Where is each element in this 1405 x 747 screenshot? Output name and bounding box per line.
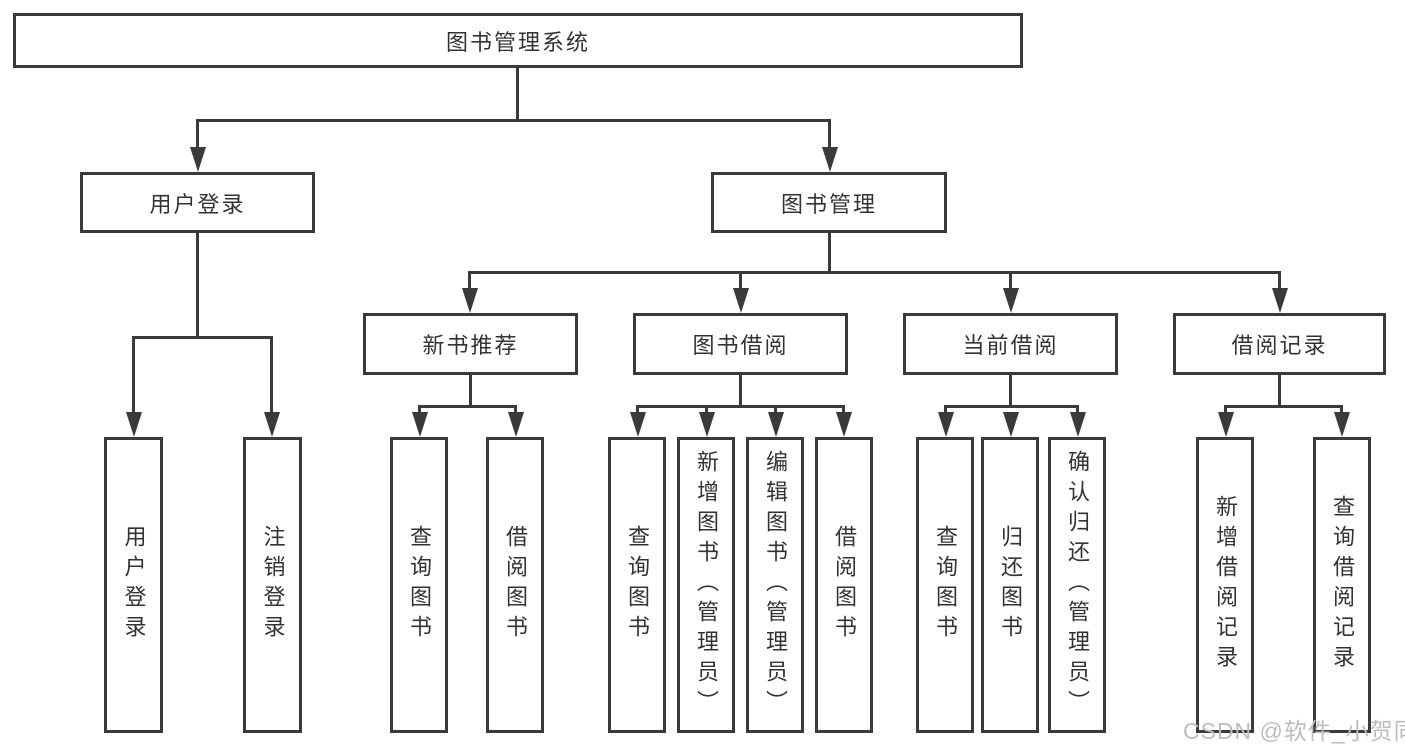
connector-mgmt-arm-1: [468, 271, 471, 291]
arrow-down-icon: [1334, 412, 1350, 437]
node-book-borrow-label: 图书借阅: [692, 333, 789, 358]
arrow-down-icon: [1070, 412, 1086, 437]
connector-sec3-arm-1: [944, 405, 947, 417]
connector-mgmt-crossbar: [468, 271, 1281, 274]
connector-sec1-stem: [469, 375, 472, 408]
node-borrow-records: 借阅记录: [1173, 313, 1386, 375]
leaf-add-borrow-record-label: 新增借阅记录: [1213, 495, 1238, 675]
leaf-query-books-current-label: 查询图书: [933, 525, 958, 645]
leaf-return-books-label: 归还图书: [998, 525, 1023, 645]
connector-sec1-crossbar: [418, 405, 517, 408]
leaf-edit-books-admin: 编辑图书（管理员）: [746, 437, 804, 733]
arrow-down-icon: [822, 147, 838, 172]
arrow-down-icon: [126, 412, 142, 437]
connector-sec2-arm-2: [705, 405, 708, 417]
connector-sec2-arm-1: [636, 405, 639, 417]
arrow-down-icon: [733, 288, 749, 313]
connector-login-stem: [196, 233, 199, 336]
connector-mgmt-arm-3: [1009, 271, 1012, 291]
leaf-add-borrow-record: 新增借阅记录: [1196, 437, 1254, 733]
leaf-logout: 注销登录: [243, 437, 302, 733]
arrow-down-icon: [508, 412, 524, 437]
connector-login-crossbar: [132, 336, 272, 339]
arrow-down-icon: [1218, 412, 1234, 437]
node-book-management: 图书管理: [711, 172, 947, 233]
leaf-borrow-books-recommend-label: 借阅图书: [503, 525, 528, 645]
leaf-edit-books-admin-label: 编辑图书（管理员）: [763, 450, 788, 720]
connector-sec4-arm-2: [1340, 405, 1343, 417]
leaf-confirm-return-admin-label: 确认归还（管理员）: [1065, 450, 1090, 720]
arrow-down-icon: [264, 412, 280, 437]
arrow-down-icon: [1003, 288, 1019, 313]
connector-root-stem: [516, 68, 519, 119]
connector-root-arm-right: [828, 119, 831, 152]
connector-sec3-arm-3: [1076, 405, 1079, 417]
node-current-borrow-label: 当前借阅: [962, 333, 1059, 358]
leaf-query-books-recommend-label: 查询图书: [407, 525, 432, 645]
leaf-query-borrow-record: 查询借阅记录: [1313, 437, 1371, 733]
arrow-down-icon: [768, 412, 784, 437]
leaf-borrow-books-recommend: 借阅图书: [486, 437, 544, 733]
leaf-query-books-borrow-label: 查询图书: [625, 525, 650, 645]
arrow-down-icon: [836, 412, 852, 437]
connector-sec2-arm-3: [774, 405, 777, 417]
arrow-down-icon: [1272, 288, 1288, 313]
csdn-watermark: CSDN @软件_小贺同学: [1183, 718, 1405, 744]
connector-sec3-crossbar: [944, 405, 1079, 408]
node-book-management-label: 图书管理: [780, 191, 877, 217]
arrow-down-icon: [630, 412, 646, 437]
connector-sec4-stem: [1278, 375, 1281, 408]
connector-sec4-arm-1: [1224, 405, 1227, 417]
connector-sec2-stem: [739, 375, 742, 408]
arrow-down-icon: [699, 412, 715, 437]
node-user-login-branch: 用户登录: [80, 172, 315, 233]
node-user-login-branch-label: 用户登录: [149, 191, 246, 217]
node-borrow-records-label: 借阅记录: [1231, 333, 1328, 358]
leaf-confirm-return-admin: 确认归还（管理员）: [1048, 437, 1106, 733]
connector-sec4-crossbar: [1224, 405, 1343, 408]
node-new-book-recommend: 新书推荐: [363, 313, 578, 375]
connector-login-arm-right: [270, 336, 273, 415]
node-book-borrow: 图书借阅: [633, 313, 848, 375]
leaf-logout-label: 注销登录: [260, 525, 286, 645]
arrow-down-icon: [938, 412, 954, 437]
leaf-return-books: 归还图书: [981, 437, 1039, 733]
node-root: 图书管理系统: [13, 13, 1023, 68]
connector-mgmt-arm-4: [1278, 271, 1281, 291]
arrow-down-icon: [190, 147, 206, 172]
connector-root-crossbar: [196, 119, 831, 122]
connector-sec2-arm-4: [842, 405, 845, 417]
connector-sec3-stem: [1009, 375, 1012, 408]
connector-sec2-crossbar: [636, 405, 845, 408]
leaf-query-books-borrow: 查询图书: [608, 437, 666, 733]
connector-mgmt-stem: [828, 233, 831, 272]
leaf-add-books-admin-label: 新增图书（管理员）: [694, 450, 719, 720]
connector-sec1-arm-1: [418, 405, 421, 417]
leaf-query-books-current: 查询图书: [916, 437, 974, 733]
connector-root-arm-left: [196, 119, 199, 152]
node-current-borrow: 当前借阅: [903, 313, 1118, 375]
leaf-query-books-recommend: 查询图书: [390, 437, 448, 733]
connector-sec1-arm-2: [514, 405, 517, 417]
leaf-user-login: 用户登录: [104, 437, 163, 733]
leaf-borrow-books-label: 借阅图书: [832, 525, 857, 645]
arrow-down-icon: [462, 288, 478, 313]
node-new-book-recommend-label: 新书推荐: [422, 333, 519, 358]
connector-mgmt-arm-2: [739, 271, 742, 291]
node-root-label: 图书管理系统: [445, 29, 590, 55]
leaf-add-books-admin: 新增图书（管理员）: [677, 437, 735, 733]
leaf-query-borrow-record-label: 查询借阅记录: [1330, 495, 1355, 675]
arrow-down-icon: [412, 412, 428, 437]
connector-login-arm-left: [132, 336, 135, 415]
arrow-down-icon: [1003, 412, 1019, 437]
leaf-user-login-label: 用户登录: [121, 525, 147, 645]
leaf-borrow-books: 借阅图书: [815, 437, 873, 733]
